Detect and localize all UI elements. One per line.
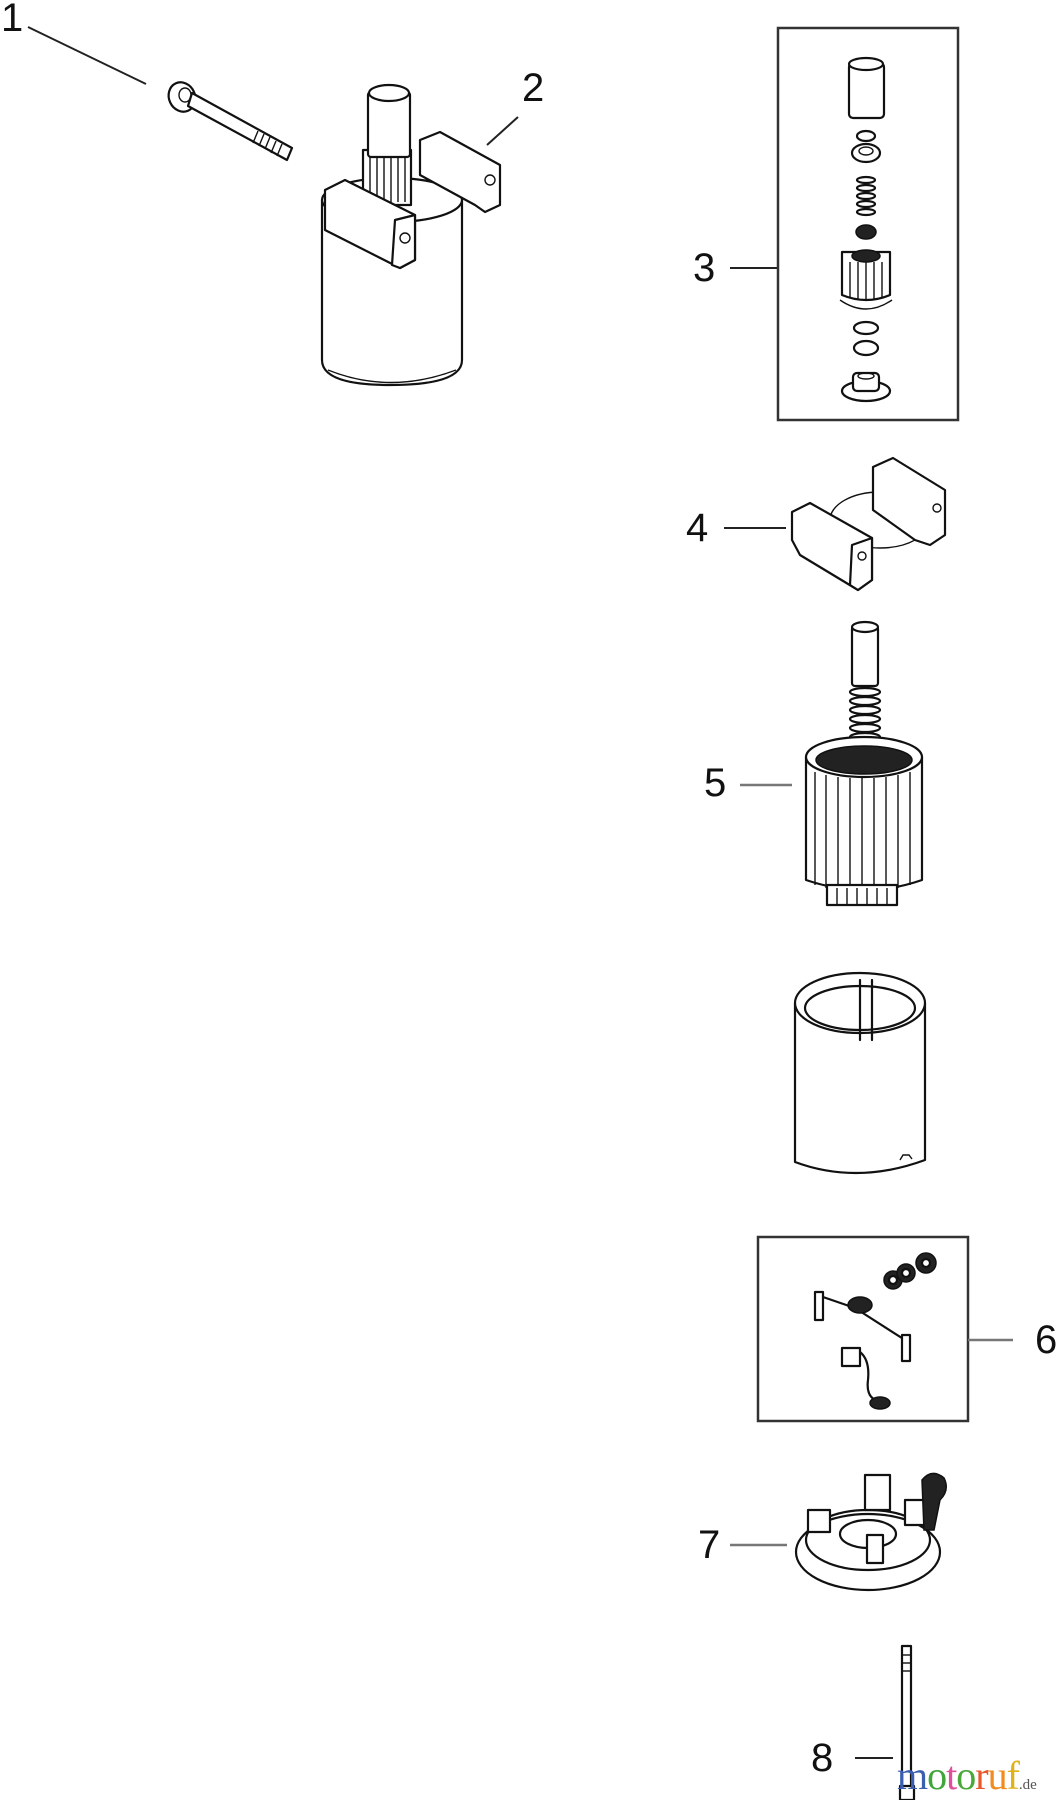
motor-housing[interactable]: [793, 971, 927, 1175]
watermark-letter: o: [927, 1753, 947, 1798]
callout-label-7: 7: [698, 1523, 721, 1567]
callout-label-1: 1: [1, 0, 24, 40]
watermark-letter: f: [1006, 1753, 1020, 1798]
watermark-letter: t: [946, 1753, 957, 1798]
watermark-letter: r: [975, 1753, 988, 1798]
part-5-armature[interactable]: [740, 620, 924, 907]
callout-label-8: 8: [811, 1736, 834, 1780]
watermark-letter: u: [987, 1753, 1008, 1798]
callout-label-4: 4: [686, 506, 709, 550]
part-3-drive-kit[interactable]: [730, 26, 960, 422]
watermark-letter: o: [956, 1753, 976, 1798]
part-8-through-bolt[interactable]: [855, 1644, 916, 1800]
part-7-end-cap[interactable]: [730, 1472, 947, 1592]
callout-label-3: 3: [693, 246, 716, 290]
part-6-brush-kit[interactable]: [756, 1235, 1013, 1423]
watermark-suffix: .de: [1018, 1777, 1037, 1793]
motoruf-watermark-logo: motoruf.de: [897, 1756, 1037, 1805]
callout-label-6: 6: [1035, 1318, 1058, 1362]
watermark-letter: m: [897, 1753, 928, 1798]
part-1-bolt[interactable]: [27, 26, 294, 162]
part-4-bracket[interactable]: [724, 456, 947, 592]
callout-label-5: 5: [704, 761, 727, 805]
part-2-starter-motor[interactable]: [320, 83, 519, 387]
callout-label-2: 2: [522, 66, 545, 110]
